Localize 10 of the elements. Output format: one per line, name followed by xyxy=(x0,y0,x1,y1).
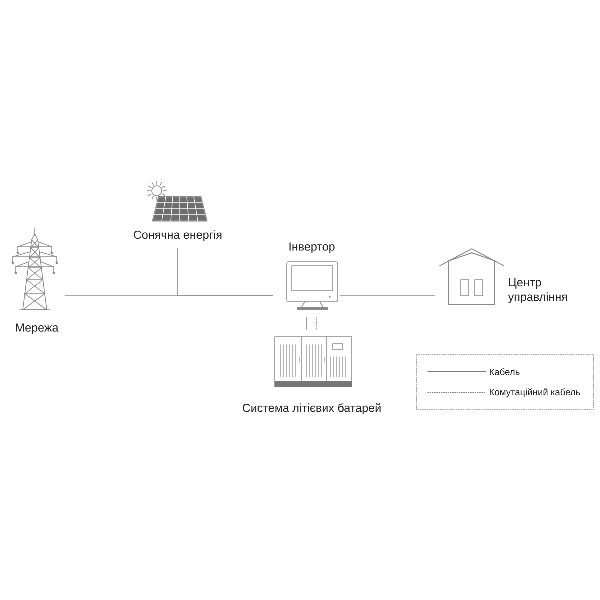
legend-label: Комутаційний кабель xyxy=(490,388,580,398)
node-label: Інвертор xyxy=(290,242,335,254)
node-label: Сонячна енергія xyxy=(134,230,222,242)
cable-line xyxy=(306,316,308,330)
node-label: Система літієвих батарей xyxy=(243,403,381,415)
node-label: Мережа xyxy=(16,324,59,334)
cable-line xyxy=(178,248,274,296)
dotted-line xyxy=(316,316,318,330)
node-label: Центр управління xyxy=(508,278,568,304)
legend-label: Кабель xyxy=(490,368,520,376)
